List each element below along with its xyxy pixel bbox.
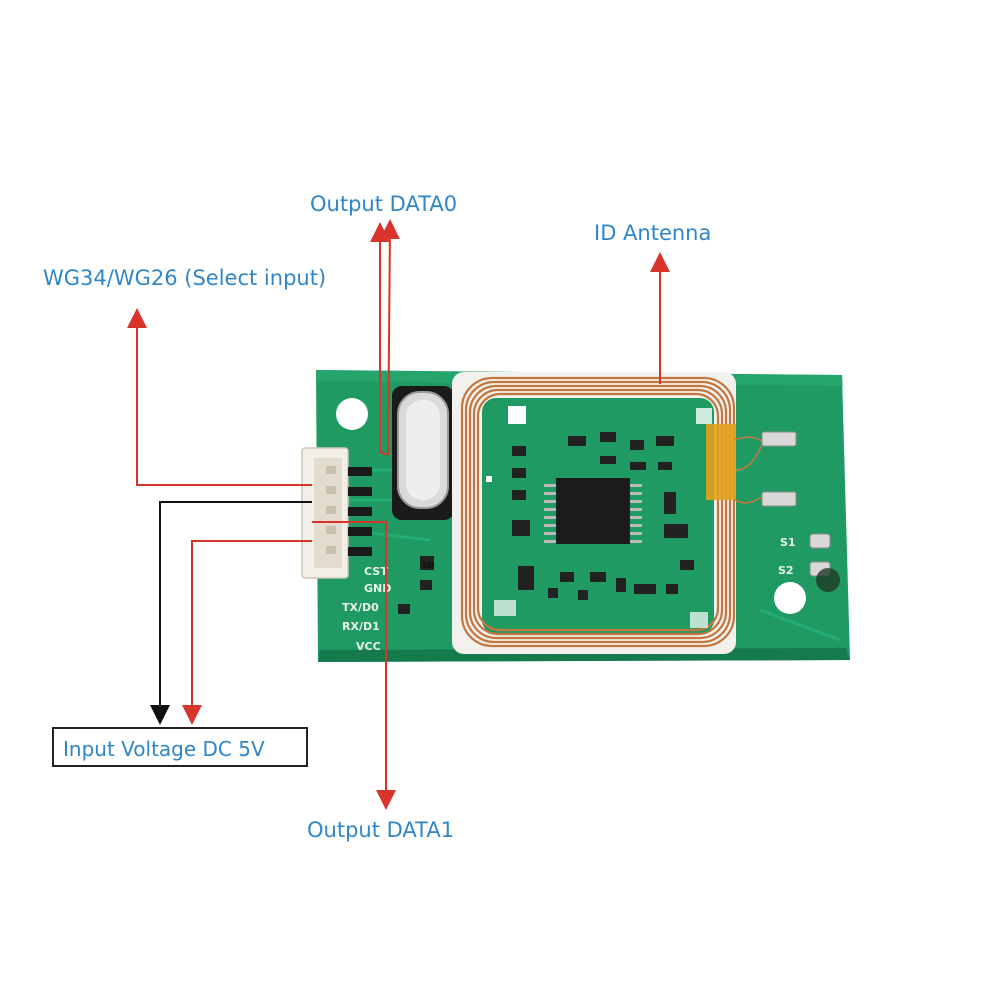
mounting-hole: [336, 398, 368, 430]
part-marking: 5D: [422, 561, 435, 570]
arrow-wg-select: [127, 308, 312, 486]
components: [398, 406, 712, 628]
coil-pad: [761, 431, 797, 447]
label-wg-select: WG34/WG26 (Select input): [43, 266, 327, 290]
label-id-antenna: ID Antenna: [594, 221, 712, 245]
arrow-gnd: [150, 501, 312, 725]
s1-pad: [809, 533, 831, 549]
mounting-hole: [774, 582, 806, 614]
pin-label: VCC: [356, 640, 381, 653]
pin-header-connector: [301, 447, 372, 579]
s2-label: S2: [778, 564, 794, 577]
pin-label: TX/D0: [342, 601, 379, 614]
solder-blob: [816, 568, 840, 592]
crystal-oscillator: [392, 386, 454, 520]
pin-label: GND: [364, 582, 391, 595]
label-output-data1: Output DATA1: [307, 818, 455, 842]
coil-pad: [761, 491, 797, 507]
label-input-voltage: Input Voltage DC 5V: [63, 737, 265, 761]
arrow-vcc: [182, 540, 312, 725]
annotation-arrows: [127, 219, 670, 810]
silkscreen: CST GND TX/D0 RX/D1 VCC S1 S2 5D: [342, 536, 796, 653]
pin-label: CST: [364, 565, 388, 578]
input-voltage-box: Input Voltage DC 5V: [52, 727, 308, 767]
label-output-data0: Output DATA0: [310, 192, 458, 216]
pin-label: RX/D1: [342, 620, 380, 633]
arrow-output-data0: [370, 222, 390, 456]
kapton-tape: [706, 424, 736, 500]
arrow-output-data1: [312, 521, 396, 810]
s1-label: S1: [780, 536, 796, 549]
main-ic: [556, 478, 630, 544]
